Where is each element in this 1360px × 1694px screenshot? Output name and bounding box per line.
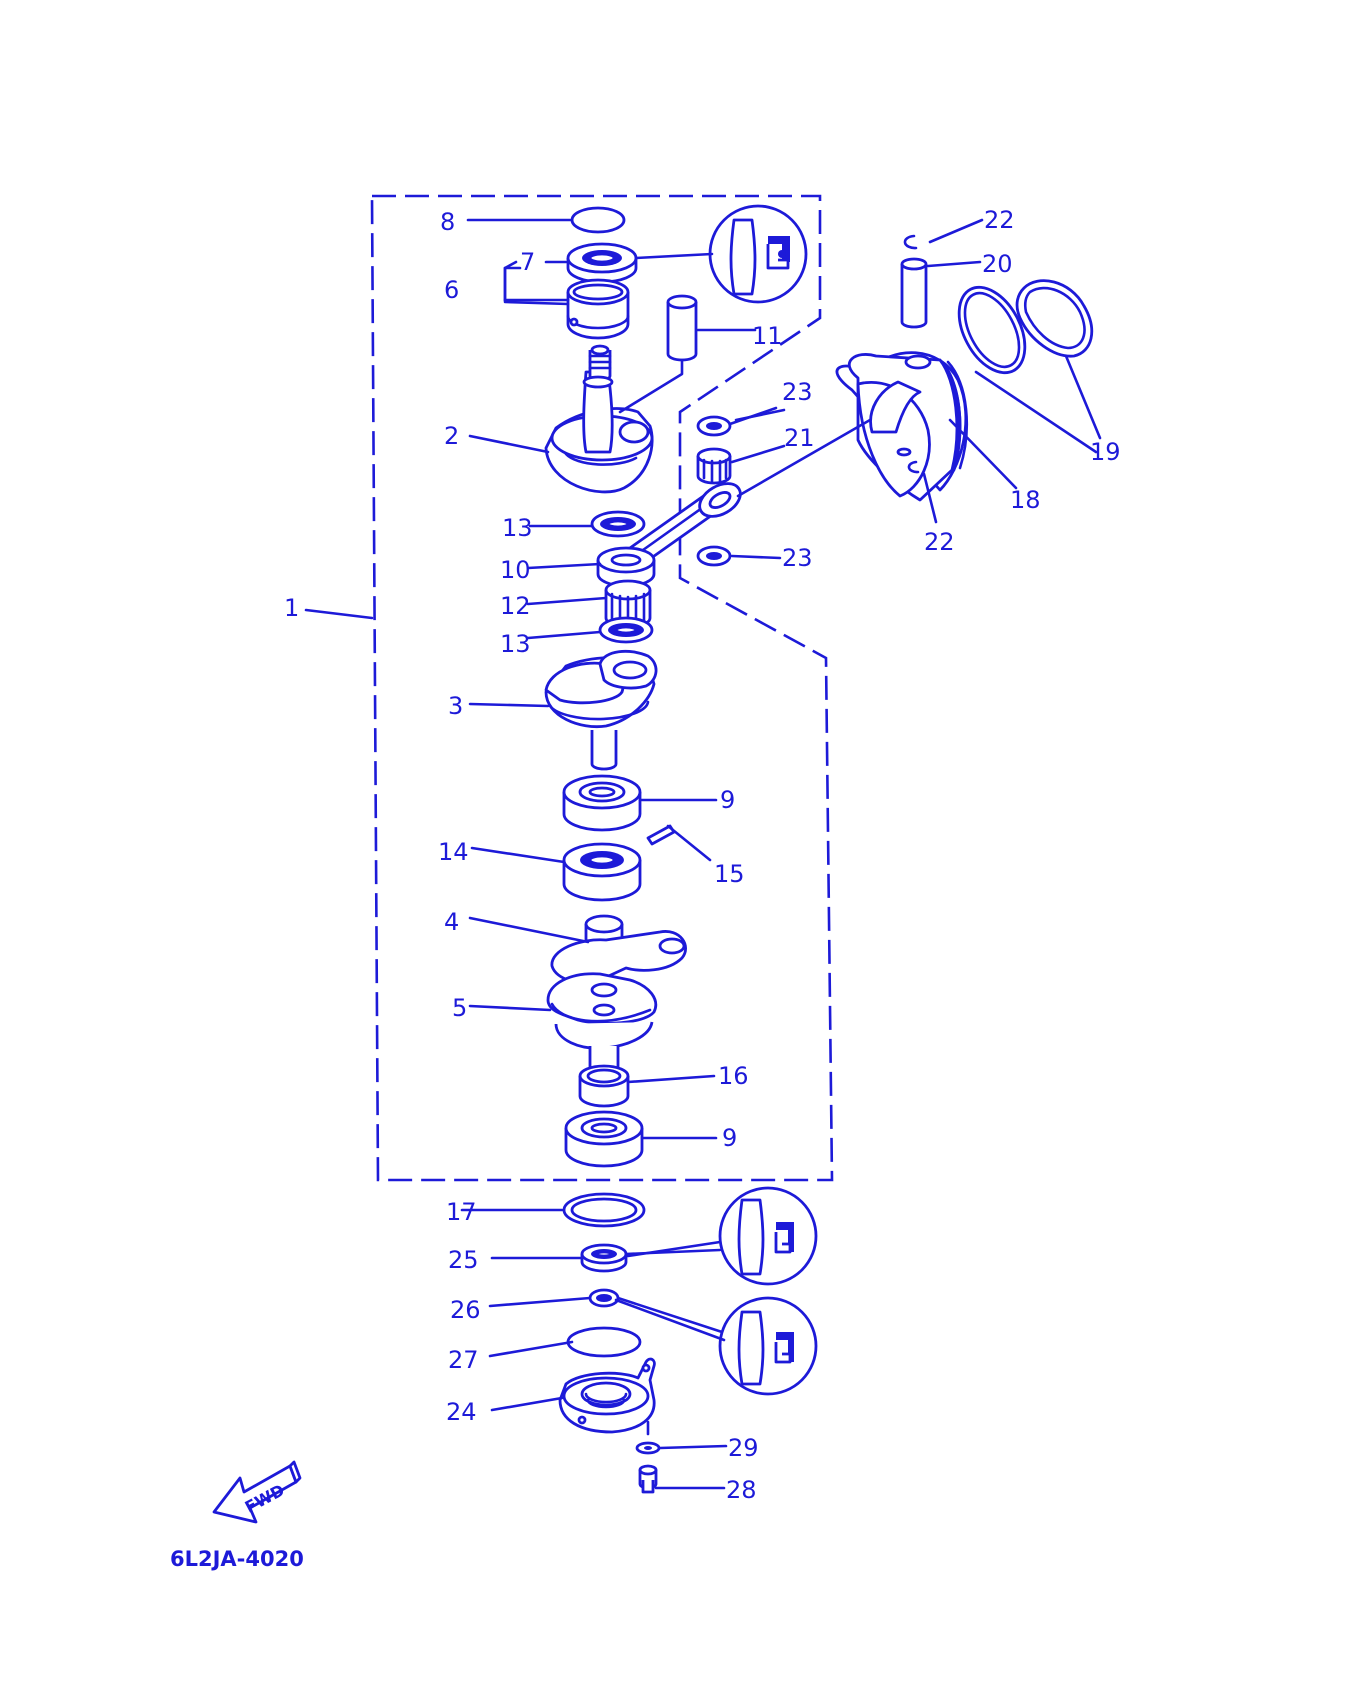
callout-15: 15 (714, 860, 745, 888)
part-4-crank-web[interactable] (550, 914, 687, 984)
callout-1: 1 (284, 594, 299, 622)
part-23-washer-upper[interactable] (696, 415, 732, 437)
part-26-oil-seal[interactable] (588, 1288, 620, 1308)
callout-21: 21 (784, 424, 815, 452)
part-23-washer-lower[interactable] (696, 545, 732, 567)
part-6-bearing[interactable] (566, 278, 630, 340)
seal-detail-icon-middle (718, 1186, 818, 1286)
part-3-lower-crank[interactable] (544, 649, 658, 771)
seal-detail-icon-top (708, 204, 808, 304)
callout-23-lower: 23 (782, 544, 813, 572)
part-8-shim[interactable] (570, 206, 626, 234)
figure-code: 6L2JA-4020 (170, 1547, 304, 1571)
callout-20: 20 (982, 250, 1013, 278)
callout-9-upper: 9 (720, 786, 735, 814)
part-14-labyrinth-seal[interactable] (562, 842, 642, 902)
part-16-bushing[interactable] (578, 1064, 630, 1108)
fwd-arrow-icon: FWD (212, 1460, 302, 1524)
callout-16: 16 (718, 1062, 749, 1090)
part-19-piston-ring-inner[interactable] (946, 276, 1039, 384)
part-2-upper-crank[interactable] (544, 344, 654, 494)
part-5-crank-web[interactable] (546, 972, 657, 1076)
callout-28: 28 (726, 1476, 757, 1504)
callout-26: 26 (450, 1296, 481, 1324)
callout-13-upper: 13 (502, 514, 533, 542)
callout-3: 3 (448, 692, 463, 720)
part-27-gasket[interactable] (566, 1326, 642, 1358)
callout-23-upper: 23 (782, 378, 813, 406)
part-22-clip-lower[interactable] (907, 460, 920, 474)
callout-14: 14 (438, 838, 469, 866)
part-18-piston[interactable] (835, 351, 969, 502)
part-11-crank-pin[interactable] (666, 294, 698, 362)
callout-6: 6 (444, 276, 459, 304)
callout-27: 27 (448, 1346, 479, 1374)
part-9-ball-bearing-lower[interactable] (564, 1110, 644, 1168)
callout-7: 7 (520, 248, 535, 276)
part-24-lower-housing[interactable] (558, 1357, 656, 1434)
seal-detail-icon-bottom (718, 1296, 818, 1396)
part-20-piston-pin[interactable] (900, 257, 928, 329)
callout-24: 24 (446, 1398, 477, 1426)
callout-22-upper: 22 (984, 206, 1015, 234)
part-10-connecting-rod[interactable] (596, 477, 746, 588)
part-28-bolt[interactable] (638, 1464, 658, 1494)
callout-25: 25 (448, 1246, 479, 1274)
callout-8: 8 (440, 208, 455, 236)
part-13-washer-lower[interactable] (598, 616, 654, 644)
callout-19: 19 (1090, 438, 1121, 466)
part-17-o-ring[interactable] (562, 1192, 646, 1228)
part-29-washer[interactable] (635, 1441, 661, 1455)
callout-5: 5 (452, 994, 467, 1022)
callout-18: 18 (1010, 486, 1041, 514)
callout-2: 2 (444, 422, 459, 450)
callout-29: 29 (728, 1434, 759, 1462)
part-7-oil-seal[interactable] (566, 242, 638, 284)
crankshaft-assembly-boundary (370, 194, 834, 1182)
callout-13-lower: 13 (500, 630, 531, 658)
callout-17: 17 (446, 1198, 477, 1226)
callout-11: 11 (752, 322, 783, 350)
callout-9-lower: 9 (722, 1124, 737, 1152)
part-25-oil-seal[interactable] (580, 1243, 628, 1273)
part-19-piston-ring-outer[interactable] (1015, 279, 1094, 358)
part-22-clip-upper[interactable] (903, 234, 918, 250)
callout-12: 12 (500, 592, 531, 620)
callout-4: 4 (444, 908, 459, 936)
callout-10: 10 (500, 556, 531, 584)
callout-22-lower: 22 (924, 528, 955, 556)
part-9-ball-bearing-upper[interactable] (562, 774, 642, 832)
part-13-washer-upper[interactable] (590, 510, 646, 538)
part-21-small-end-bearing[interactable] (696, 447, 732, 485)
leader-lines (304, 218, 1102, 1490)
